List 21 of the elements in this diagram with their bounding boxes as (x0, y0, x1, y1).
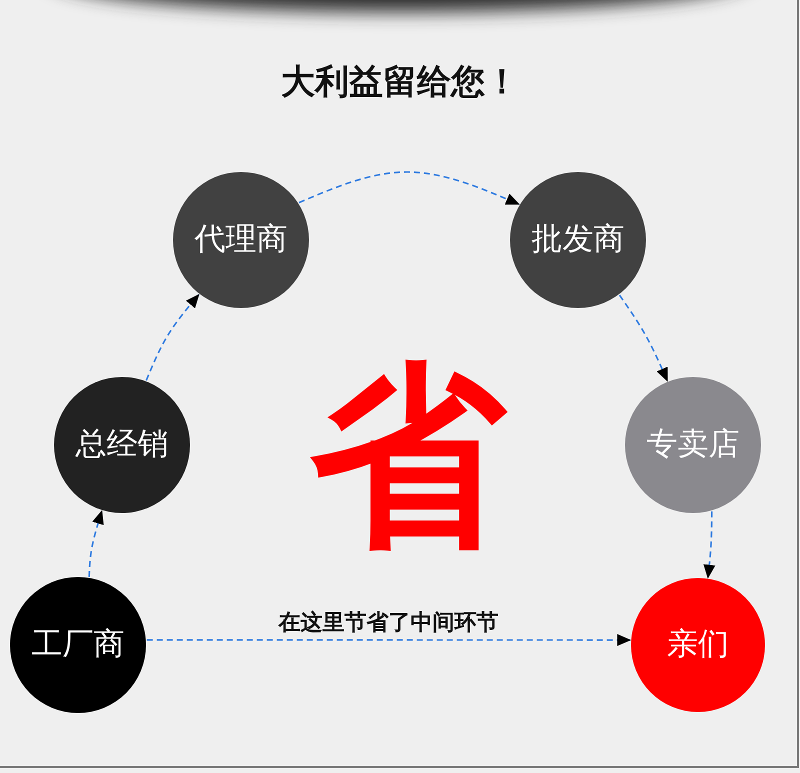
node-label: 代理商 (194, 222, 288, 258)
circle-node (631, 578, 765, 712)
circle-node (510, 172, 646, 308)
circle-node (173, 172, 309, 308)
arrow (146, 294, 200, 381)
node-label: 工厂商 (32, 627, 124, 663)
circle-node (625, 377, 761, 513)
title: 大利益留给您！ (281, 62, 519, 103)
circle-node (54, 377, 190, 513)
node-label: 亲们 (667, 627, 729, 663)
arrow (146, 634, 632, 646)
node-label: 专卖店 (646, 427, 740, 463)
node-label: 总经销 (76, 427, 168, 463)
arrow (298, 171, 520, 205)
arrow (88, 510, 104, 577)
edge-label: 在这里节省了中间环节 (276, 610, 500, 636)
big-character: 省 (310, 359, 506, 555)
circle-node (10, 577, 146, 713)
node-label: 批发商 (532, 222, 624, 258)
arrow (703, 511, 716, 579)
arrow (618, 294, 668, 382)
